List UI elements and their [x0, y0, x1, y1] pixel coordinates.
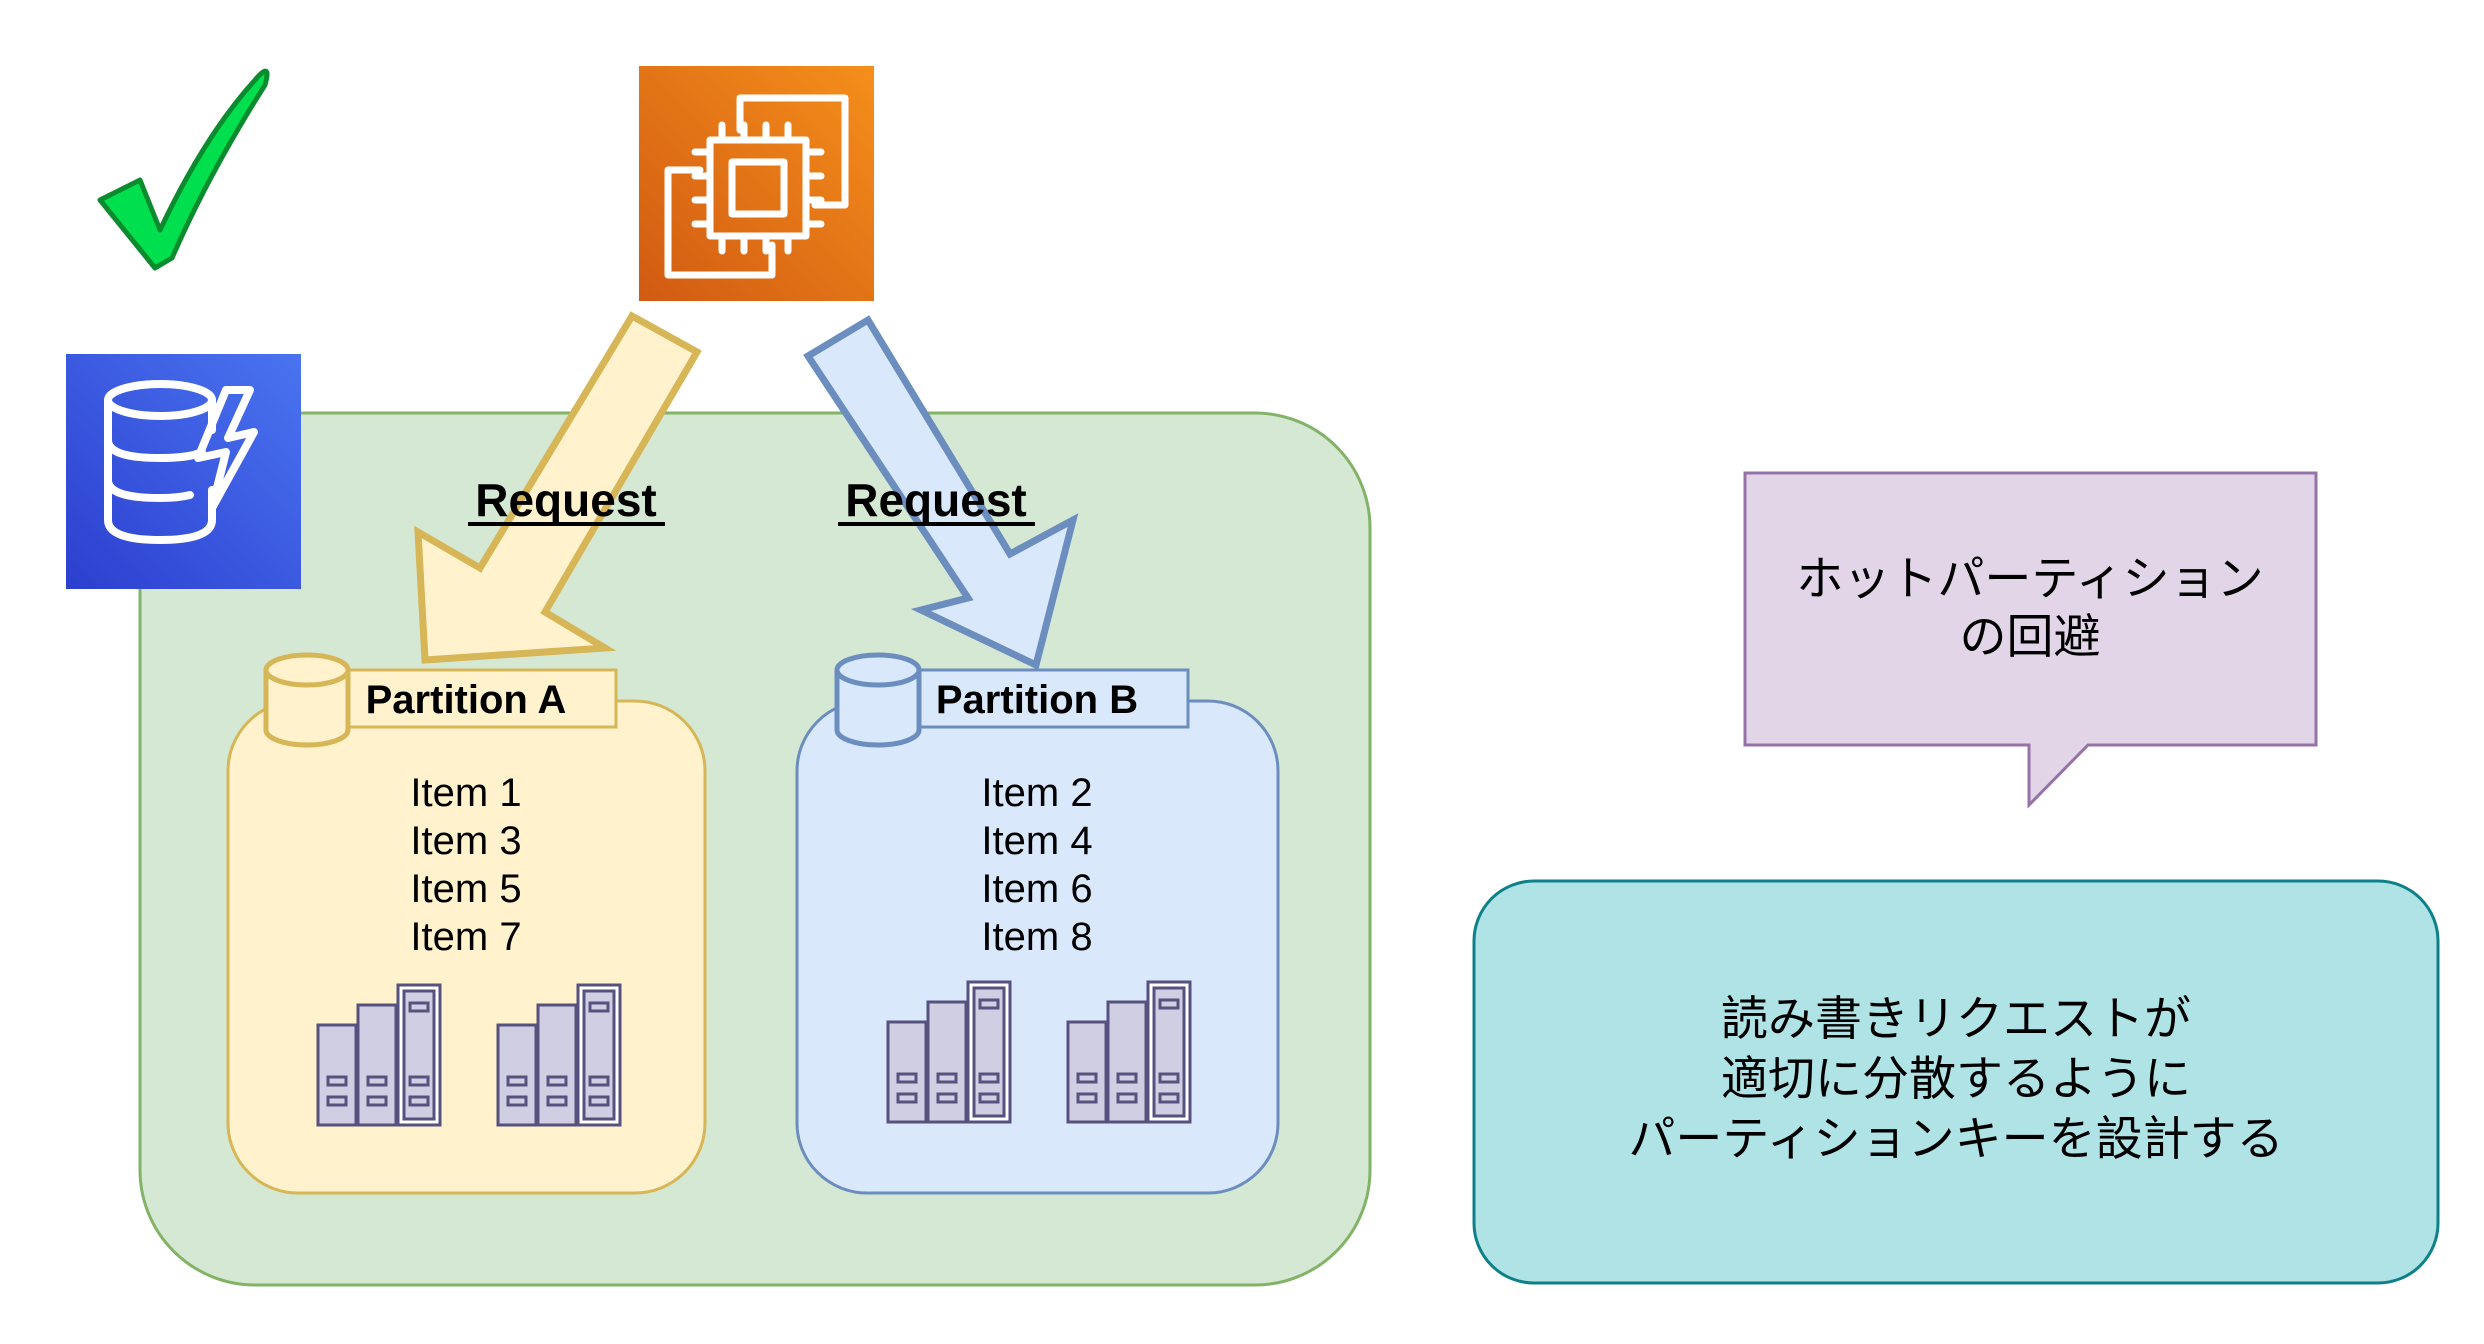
request-label-a: Request [475, 474, 656, 526]
note-text-line2: 適切に分散するように [1721, 1052, 2191, 1107]
request-arrow-b [803, 315, 1079, 670]
note-text-line1: 読み書きリクエストが [1721, 992, 2191, 1047]
checkmark-icon [97, 68, 270, 271]
request-label-b: Request [845, 474, 1026, 526]
partition-a-item: Item 3 [410, 819, 521, 863]
partition-b-header [916, 668, 1190, 729]
hot-partition-callout [1743, 471, 2318, 809]
partition-b-cylinder-icon [834, 652, 922, 748]
partition-a-item: Item 5 [410, 867, 521, 911]
callout-text-line2: の回避 [1960, 610, 2101, 665]
design-note-box [1472, 879, 2440, 1285]
partition-a-header [346, 668, 618, 729]
request-arrow-a [414, 311, 702, 664]
partition-a-cylinder-icon [263, 652, 351, 748]
ec2-instance-icon [639, 66, 874, 301]
partition-a-title: Partition A [366, 678, 567, 722]
note-text-line3: パーティションキーを設計する [1628, 1112, 2283, 1167]
partition-b-item: Item 8 [981, 915, 1092, 959]
callout-text-line1: ホットパーティション [1796, 552, 2263, 607]
partition-a-item: Item 1 [410, 771, 521, 815]
partition-b-title: Partition B [936, 678, 1138, 722]
dynamodb-icon [66, 354, 301, 589]
partition-b-item: Item 2 [981, 771, 1092, 815]
partition-b-item: Item 4 [981, 819, 1092, 863]
partition-b-item: Item 6 [981, 867, 1092, 911]
partition-a-item: Item 7 [410, 915, 521, 959]
